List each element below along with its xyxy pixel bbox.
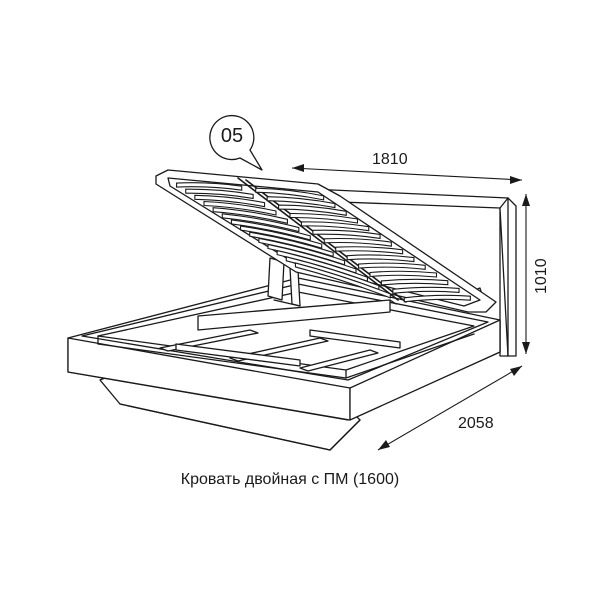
slat <box>312 229 381 240</box>
slat <box>335 246 404 255</box>
slat <box>255 187 325 201</box>
slat <box>294 262 391 299</box>
slat <box>300 221 370 232</box>
slat <box>403 294 471 303</box>
dimension-height: 1010 <box>522 194 550 354</box>
slat <box>203 200 277 216</box>
slat <box>266 196 336 209</box>
slat <box>185 188 254 200</box>
slat <box>212 207 288 224</box>
slat <box>176 182 243 191</box>
slat <box>240 225 323 249</box>
part-number: 05 <box>221 125 243 147</box>
dimension-length: 2058 <box>377 365 523 451</box>
slat <box>346 254 415 263</box>
slat <box>392 286 460 294</box>
slat <box>358 262 426 270</box>
dimension-width-label: 1810 <box>372 151 408 168</box>
slat <box>278 204 347 216</box>
dimension-length-label: 2058 <box>458 415 494 432</box>
slat <box>230 219 311 241</box>
dimension-height-label: 1010 <box>533 258 550 294</box>
cross-bars <box>159 299 401 372</box>
slats-left <box>176 182 391 299</box>
slat <box>323 237 392 247</box>
slat <box>221 213 300 233</box>
slat <box>289 212 359 224</box>
slat <box>380 278 449 286</box>
slat <box>194 194 266 208</box>
dimension-width: 1810 <box>291 151 523 184</box>
slats-right <box>255 187 471 303</box>
caption: Кровать двойная с ПМ (1600) <box>181 471 399 488</box>
part-callout: 05 <box>209 114 263 171</box>
slatted-base <box>155 169 497 313</box>
slat <box>369 270 438 278</box>
